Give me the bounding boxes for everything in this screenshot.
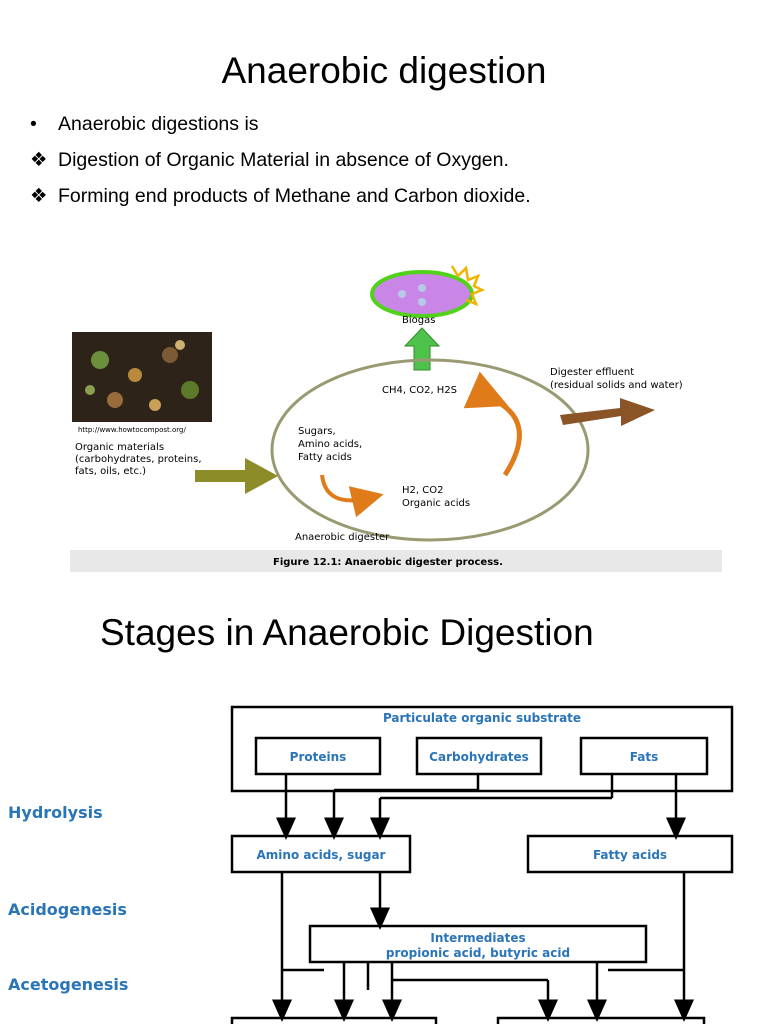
amino-label: Amino acids, sugar [257,848,386,862]
caption-band [70,550,722,572]
substrate-label: Particulate organic substrate [383,711,581,725]
organic-materials-label: fats, oils, etc.) [75,466,146,477]
proteins-box [254,736,382,776]
compost-photo [72,332,212,422]
effluent-arrow-icon [560,398,655,426]
digester-circle [270,358,590,542]
inner-label: Fatty acids [298,452,352,463]
substrate-box [230,705,734,793]
effluent-label: Digester effluent [550,367,634,378]
slide-title: Anaerobic digestion [221,50,547,91]
h2co2-label: H2, CO2 [402,485,443,496]
bullet-item: ❖ Digestion of Organic Material in absenc… [30,142,531,178]
proteins-label: Proteins [290,750,347,764]
bullet-marker: • [30,113,37,135]
bullet-text: Anaerobic digestions is [58,113,259,135]
fatty-acids-label: Fatty acids [593,848,667,862]
gases-label: CH4, CO2, H2S [382,385,457,396]
bullet-item: ❖ Forming end products of Methane and Car… [30,178,531,214]
digester-process-figure: http://www.howtocompost.org/ Biogas CH4,… [70,265,722,572]
fats-box [579,736,709,776]
bullet-text: Digestion of Organic Material in absence… [58,149,509,171]
carbohydrates-label: Carbohydrates [429,750,529,764]
bottom-box [496,1016,706,1024]
up-arrow-icon [403,327,441,371]
stage-acetogenesis: Acetogenesis [8,975,129,994]
effluent-label: (residual solids and water) [550,380,683,391]
inner-label: Sugars, [298,426,336,437]
cycle-arrow-icon [463,371,522,477]
bullet-marker: ❖ [30,185,48,207]
bottom-box [230,1016,438,1024]
inner-label: Amino acids, [298,439,362,450]
input-arrow-icon [195,458,278,494]
stage-hydrolysis: Hydrolysis [8,803,103,822]
bullet-marker: ❖ [30,149,48,171]
intermediates-box [308,924,648,964]
source-url: http://www.howtocompost.org/ [78,426,186,434]
organic-materials-label: (carbohydrates, proteins, [75,454,202,465]
fats-label: Fats [630,750,658,764]
intermediates-label: propionic acid, butyric acid [386,946,570,960]
slide-title-2: Stages in Anaerobic Digestion [100,612,594,653]
bullet-item: • Anaerobic digestions is [30,106,531,142]
digester-label: Anaerobic digester [295,532,390,543]
fatty-acids-box [526,834,734,874]
bullet-list: • Anaerobic digestions is ❖ Digestion of O… [30,106,531,214]
organic-acids-label: Organic acids [402,498,470,509]
intermediates-label: Intermediates [430,931,525,945]
bullet-text: Forming end products of Methane and Carb… [58,185,531,207]
figure-caption: Figure 12.1: Anaerobic digester process. [273,557,503,568]
biogas-bubble-icon [370,265,486,318]
stage-acidogenesis: Acidogenesis [8,900,127,919]
cycle-arrow-icon [320,474,384,518]
stages-flow-diagram: Particulate organic substrate Proteins C… [230,705,734,1024]
amino-box [230,834,412,874]
biogas-label: Biogas [402,315,435,326]
organic-materials-label: Organic materials [75,442,164,453]
